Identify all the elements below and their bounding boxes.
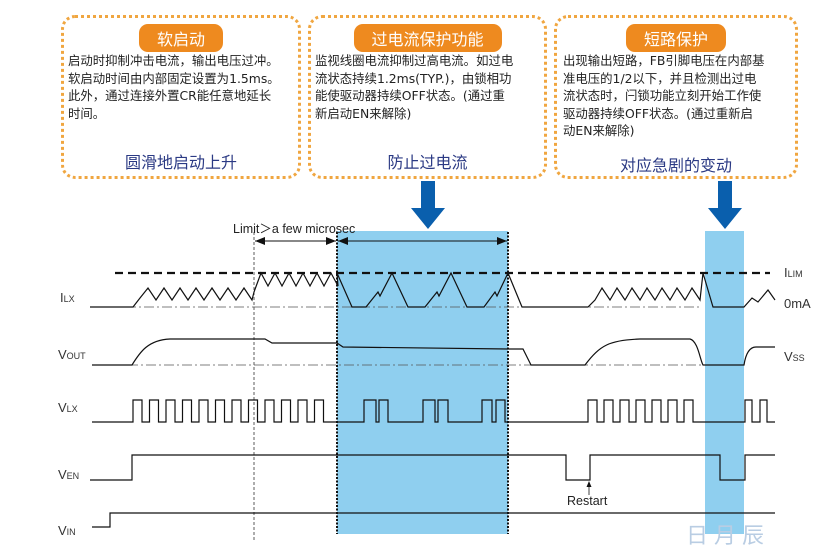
arrowhead-icon	[326, 237, 336, 245]
box-line: 准电压的1/2以下，并且检测出过电	[563, 70, 757, 86]
vss-label: VSS	[784, 349, 805, 364]
box-title: 软启动	[138, 24, 224, 52]
ven-waveform	[90, 454, 775, 481]
vout-waveform	[92, 338, 775, 366]
box-line: 此外，通过连接外置CR能任意地延长	[68, 88, 272, 103]
soft-start-box: 软启动 启动时抑制冲击电流，输出电压过冲。 软启动时间由内部固定设置为1.5ms…	[61, 15, 301, 179]
overcurrent-highlight-band	[337, 231, 508, 534]
short-circuit-protection-box: 短路保护 出现输出短路，FB引脚电压在内部基 准电压的1/2以下，并且检测出过电…	[554, 15, 798, 179]
box-summary: 圆滑地启动上升	[124, 153, 237, 172]
signal-label-vlx: VLX	[58, 400, 78, 415]
arrowhead-icon	[497, 237, 507, 245]
box-line: 启动时抑制冲击电流，输出电压过冲。	[68, 53, 279, 68]
vin-waveform	[92, 512, 775, 528]
box-body: 启动时抑制冲击电流，输出电压过冲。 软启动时间由内部固定设置为1.5ms。 此外…	[68, 52, 294, 122]
box-line: 出现输出短路，FB引脚电压在内部基	[563, 53, 765, 68]
short-circuit-highlight-band	[705, 231, 744, 534]
signal-label-vin: VIN	[58, 523, 76, 538]
box-summary: 防止过电流	[387, 153, 468, 172]
arrowhead-icon	[255, 237, 265, 245]
box-line: 流状态持续1.2ms(TYP.)，由锁相功	[315, 70, 512, 86]
down-arrow-icon	[708, 181, 742, 229]
box-summary: 对应急剧的变动	[619, 156, 732, 175]
watermark-logo: 日月辰	[686, 524, 771, 549]
down-arrow-icon	[411, 181, 445, 229]
zero-ma-label: 0mA	[784, 296, 811, 311]
box-line: 能使驱动器持续OFF状态。(通过重	[315, 88, 505, 103]
arrowhead-icon	[586, 481, 592, 487]
box-line: 新启动EN来解除)	[315, 105, 412, 121]
signal-label-ilx: ILX	[60, 290, 75, 305]
limit-label: Limit＞a few microsec	[233, 222, 356, 236]
overcurrent-protection-box: 过电流保护功能 监视线圈电流抑制过高电流。如过电 流状态持续1.2ms(TYP.…	[308, 15, 547, 179]
arrowhead-icon	[338, 237, 348, 245]
restart-label: Restart	[567, 494, 608, 508]
box-line: 驱动器持续OFF状态。(通过重新启	[563, 105, 753, 121]
box-line: 动EN来解除)	[563, 123, 635, 138]
box-line: 软启动时间由内部固定设置为1.5ms。	[68, 70, 280, 86]
box-body: 出现输出短路，FB引脚电压在内部基 准电压的1/2以下，并且检测出过电 流状态时…	[563, 52, 791, 140]
box-body: 监视线圈电流抑制过高电流。如过电 流状态持续1.2ms(TYP.)，由锁相功 能…	[315, 52, 540, 122]
ilim-label: ILIM	[784, 265, 803, 280]
box-title: 过电流保护功能	[353, 24, 502, 52]
signal-label-vout: VOUT	[58, 347, 86, 362]
box-line: 时间。	[68, 105, 106, 121]
signal-label-ven: VEN	[58, 467, 80, 482]
ilx-waveform	[90, 271, 776, 308]
box-line: 监视线圈电流抑制过高电流。如过电	[315, 53, 514, 68]
vlx-waveform	[92, 399, 775, 423]
box-line: 流状态时，闩锁功能立刻开始工作使	[563, 88, 762, 103]
box-title: 短路保护	[625, 24, 727, 52]
